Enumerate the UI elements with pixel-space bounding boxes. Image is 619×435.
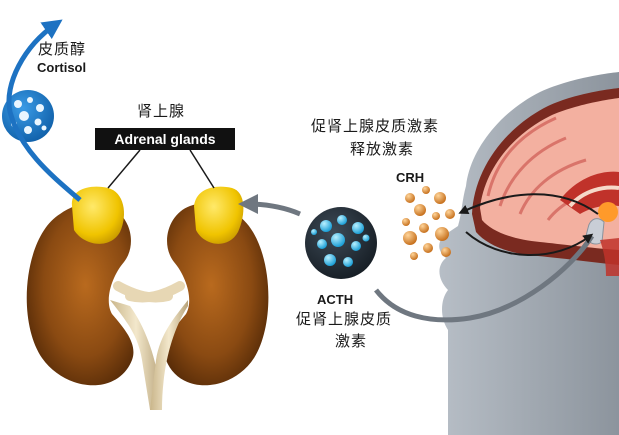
hypothalamus-to-crh-arrow: [458, 193, 599, 215]
adrenal-label-en: Adrenal glands: [95, 128, 235, 150]
left-adrenal-gland: [71, 186, 124, 244]
crh-particles: [402, 186, 455, 260]
acth-molecule: [305, 207, 377, 279]
cortisol-label-zh: 皮质醇: [38, 40, 87, 58]
cortisol-release-arrow: [6, 19, 82, 202]
acth-label-abbr: ACTH: [317, 292, 354, 307]
crh-to-pituitary-arrow: [465, 231, 594, 256]
head-silhouette: [439, 72, 619, 435]
crh-label-zh-line1: 促肾上腺皮质激素: [311, 117, 440, 135]
acth-label-zh-line2: 激素: [335, 332, 368, 350]
crh-label-zh-line2: 释放激素: [350, 140, 415, 158]
pituitary-to-acth-path: [374, 234, 595, 323]
adrenal-label-zh: 肾上腺: [137, 102, 186, 120]
cortisol-label-en: Cortisol: [37, 60, 87, 75]
adrenal-connector-left: [107, 149, 141, 189]
right-kidney: [125, 203, 269, 410]
crh-label-abbr: CRH: [396, 170, 425, 185]
acth-label-zh-line1: 促肾上腺皮质: [296, 310, 393, 328]
right-adrenal-gland: [194, 186, 244, 244]
acth-to-adrenal-arrow: [238, 194, 301, 217]
adrenal-connector-right: [189, 149, 215, 189]
